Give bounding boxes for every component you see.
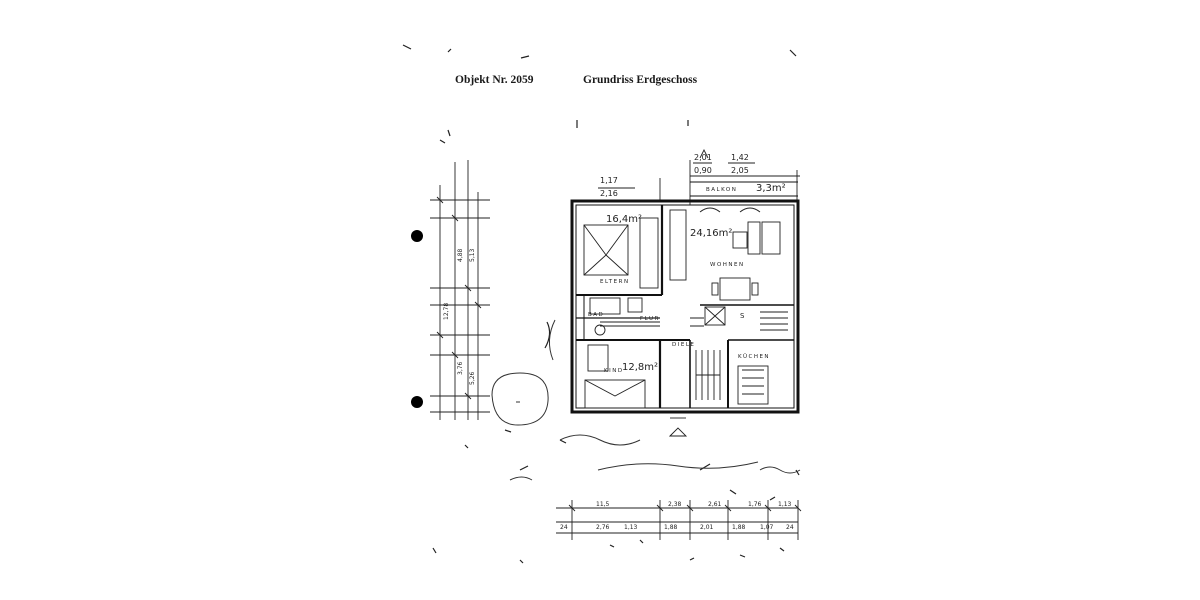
dim-label: 1,13 [624, 524, 638, 531]
room-label-kueche: KÜCHEN [738, 353, 770, 360]
room-label-wohnen: WOHNEN [710, 262, 745, 268]
room-label-eltern: ELTERN [600, 279, 630, 285]
bottom-dimension-chain [556, 500, 802, 540]
dim-label: 2,05 [731, 166, 749, 175]
kitchen-counter [737, 365, 769, 405]
coffee-table [732, 231, 748, 249]
dim-label: 0,90 [694, 166, 712, 175]
top-dimension-labels: 1,17 2,16 2,01 0,90 1,42 2,05 [600, 153, 749, 198]
dim-label: 24 [560, 524, 568, 531]
dim-label: 3,76 [457, 361, 464, 375]
dim-label: 12,78 [443, 303, 450, 320]
left-dimension-chain [430, 160, 490, 420]
bed-eltern [583, 224, 629, 276]
dim-label: 2,01 [694, 153, 712, 162]
toilet [594, 324, 606, 336]
sink [627, 297, 643, 313]
room-areas: 16,4m² 24,16m² 3,3m² 12,8m² S [606, 183, 786, 373]
dim-label: 4,88 [457, 248, 464, 262]
left-dimension-labels: 12,78 4,88 5,13 3,76 5,26 [443, 248, 476, 385]
dim-label: 1,88 [732, 524, 746, 531]
room-area-eltern: 16,4m² [606, 214, 642, 225]
dim-label: 1,13 [778, 501, 792, 508]
wardrobe-eltern [639, 217, 659, 289]
punch-hole-top [411, 230, 423, 242]
dim-label: 1,07 [760, 524, 774, 531]
dim-label: 2,61 [708, 501, 722, 508]
s-mark: S [740, 312, 745, 320]
dim-label: 2,01 [700, 524, 714, 531]
dim-label: 24 [786, 524, 794, 531]
top-dimension-marks [598, 148, 800, 205]
room-label-bad: BAD [588, 312, 604, 318]
punch-hole-bottom [411, 396, 423, 408]
room-label-kind: KIND [604, 368, 624, 374]
furniture [583, 207, 788, 437]
dim-label: 2,76 [596, 524, 610, 531]
dim-label: 5,13 [469, 248, 476, 262]
plan-title: Grundriss Erdgeschoss [583, 74, 698, 86]
room-labels: ELTERN WOHNEN BALKON BAD FLUR DIELE KÜCH… [588, 187, 770, 374]
dim-label: 2,16 [600, 189, 618, 198]
room-label-flur: FLUR [640, 316, 660, 322]
object-number: Objekt Nr. 2059 [455, 74, 534, 86]
dim-label: 2,38 [668, 501, 682, 508]
dim-label: 5,26 [469, 371, 476, 385]
desk-kind [587, 344, 609, 372]
dim-label: 1,76 [748, 501, 762, 508]
room-area-kind: 12,8m² [622, 362, 658, 373]
dim-label: 11,5 [596, 501, 610, 508]
scan-marks [402, 44, 800, 564]
dim-label: 1,17 [600, 176, 618, 185]
shaft [704, 306, 726, 326]
dining-table [719, 277, 751, 301]
entrance-marker [668, 427, 688, 437]
walls [570, 199, 800, 414]
armchair [747, 221, 761, 255]
bottom-dimension-labels: 11,5 2,38 2,61 1,76 1,13 24 2,76 1,13 1,… [560, 501, 794, 531]
balcony [690, 181, 798, 197]
room-label-diele: DIELE [672, 342, 695, 348]
bed-kind [584, 379, 646, 409]
bathtub [589, 297, 621, 315]
shelf-wohnen [669, 209, 687, 281]
room-area-wohnen: 24,16m² [690, 228, 732, 239]
sketch-scribbles [491, 319, 801, 481]
dim-label: 1,88 [664, 524, 678, 531]
room-area-balkon: 3,3m² [756, 183, 786, 194]
sofa [761, 221, 781, 255]
room-label-balkon: BALKON [706, 187, 737, 193]
dim-label: 1,42 [731, 153, 749, 162]
